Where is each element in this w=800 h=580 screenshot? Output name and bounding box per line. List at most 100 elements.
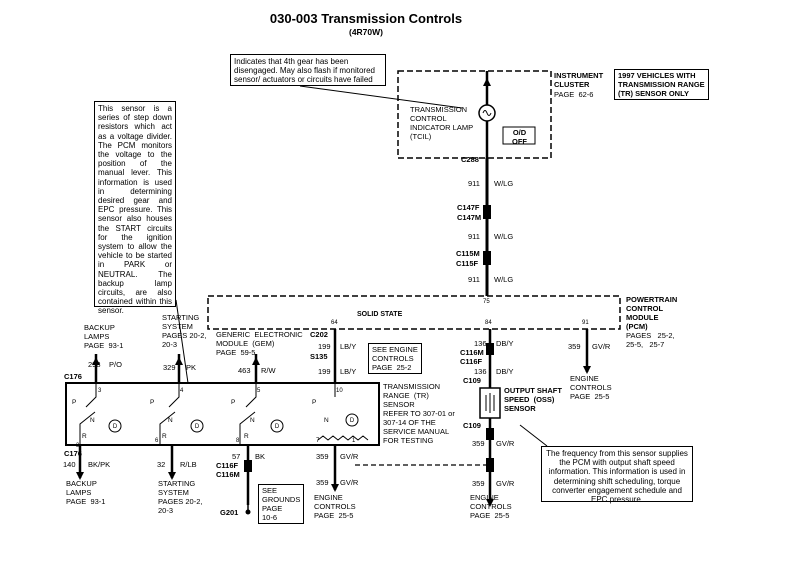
svg-text:P: P — [231, 399, 235, 406]
conn-c109-b: C109 — [463, 421, 481, 430]
conn-c147f: C147F — [457, 203, 480, 212]
conn-c109: C109 — [463, 376, 481, 385]
wire-359-d-color: GV/R — [496, 439, 515, 448]
wire-136-a: 136 — [474, 339, 487, 348]
svg-text:N: N — [90, 417, 95, 424]
tcil-label: TRANSMISSION CONTROL INDICATOR LAMP (TCI… — [410, 105, 474, 141]
label-engine-bot-a: ENGINE CONTROLS PAGE 25-5 — [314, 493, 356, 520]
wire-911-c: 911 — [468, 275, 480, 284]
wire-359-c-color: GV/R — [340, 478, 359, 487]
conn-c116f: C116F — [460, 357, 483, 366]
wire-329-color: PK — [186, 363, 196, 372]
pcm-solid-state: SOLID STATE — [357, 311, 403, 318]
conn-c116m-b: C116M — [216, 470, 240, 479]
svg-text:P: P — [72, 399, 76, 406]
wire-298: 298 — [88, 360, 101, 369]
wire-136-b-color: DB/Y — [496, 367, 514, 376]
svg-text:R: R — [244, 433, 249, 440]
conn-c176: C176 — [64, 372, 82, 381]
svg-text:R: R — [82, 433, 87, 440]
svg-text:D: D — [275, 424, 280, 430]
pin-4: 4 — [180, 388, 184, 394]
wire-57: 57 — [232, 452, 240, 461]
svg-text:R: R — [162, 433, 167, 440]
od-off-label: O/D OFF — [512, 128, 527, 146]
wire-199-a: 199 — [318, 342, 331, 351]
pin-5: 5 — [257, 388, 261, 394]
diagram-subtitle: (4R70W) — [349, 27, 383, 37]
wire-329: 329 — [163, 363, 176, 372]
svg-text:P: P — [150, 399, 154, 406]
pin-3b: 3 — [98, 388, 102, 394]
od-off-indicator — [502, 126, 536, 145]
svg-text:D: D — [195, 424, 200, 430]
svg-text:N: N — [250, 417, 255, 424]
wire-359-d: 359 — [472, 439, 485, 448]
wire-911-b-color: W/LG — [494, 232, 513, 241]
wire-32-color: R/LB — [180, 460, 197, 469]
instrument-cluster-name: INSTRUMENT CLUSTER — [554, 71, 604, 89]
pcm-box — [207, 295, 621, 330]
label-starting-top: STARTING SYSTEM PAGES 20-2, 20-3 — [162, 313, 207, 349]
ground-g201: G201 — [220, 508, 238, 517]
wire-199-b-color: LB/Y — [340, 367, 356, 376]
label-oss: OUTPUT SHAFT SPEED (OSS) SENSOR — [504, 386, 562, 413]
pin-3a: 3 — [76, 443, 80, 449]
conn-c176-b: C176 — [64, 449, 82, 458]
label-see-grounds: SEE GROUNDS PAGE 10-6 — [258, 484, 305, 524]
label-gem: GENERIC ELECTRONIC MODULE (GEM) PAGE 59-… — [216, 330, 303, 357]
wire-359-b: 359 — [316, 452, 329, 461]
wire-57-color: BK — [255, 452, 265, 461]
label-tr-sensor: TRANSMISSION RANGE (TR) SENSOR REFER TO … — [383, 382, 455, 445]
conn-c147m: C147M — [457, 213, 481, 222]
wire-199-b: 199 — [318, 367, 331, 376]
wire-136-b: 136 — [474, 367, 487, 376]
wire-359-c: 359 — [316, 478, 329, 487]
svg-text:D: D — [350, 418, 355, 424]
wire-359-a-color: GV/R — [592, 342, 611, 351]
conn-c288: C288 — [461, 155, 479, 164]
svg-text:N: N — [324, 417, 329, 424]
wire-359-e-color: GV/R — [496, 479, 515, 488]
wire-359-b-color: GV/R — [340, 452, 359, 461]
label-backup-top: BACKUP LAMPS PAGE 93-1 — [84, 323, 124, 350]
note-oss: The frequency from this sensor supplies … — [541, 446, 693, 504]
pin-8: 8 — [236, 438, 240, 444]
pin-1: 1 — [352, 438, 356, 444]
instrument-cluster-box — [397, 70, 552, 159]
label-engine-right: ENGINE CONTROLS PAGE 25-5 — [570, 374, 612, 401]
conn-c202: C202 — [310, 330, 328, 339]
wire-359-a: 359 — [568, 342, 581, 351]
pin-7: 7 — [316, 438, 320, 444]
pcm-name: POWERTRAIN CONTROL MODULE (PCM) — [626, 295, 678, 331]
conn-c116f-b: C116F — [216, 461, 239, 470]
note-indicator: Indicates that 4th gear has been disenga… — [230, 54, 386, 86]
wire-140-color: BK/PK — [88, 460, 110, 469]
label-see-engine-a: SEE ENGINE CONTROLS PAGE 25-2 — [368, 343, 422, 374]
label-starting-bot: STARTING SYSTEM PAGES 20-2, 20-3 — [158, 479, 203, 515]
wire-463: 463 — [238, 366, 251, 375]
vehicles-note: 1997 VEHICLES WITH TRANSMISSION RANGE (T… — [614, 69, 709, 100]
wire-911-b: 911 — [468, 232, 480, 241]
note-tr-sensor: This sensor is a series of step down res… — [94, 101, 176, 315]
svg-text:P: P — [312, 399, 316, 406]
svg-text:D: D — [113, 424, 118, 430]
wire-136-a-color: DB/Y — [496, 339, 514, 348]
conn-c115m: C115M — [456, 249, 480, 258]
tr-sensor-box — [65, 382, 380, 446]
svg-text:N: N — [168, 417, 173, 424]
wire-32: 32 — [157, 460, 165, 469]
conn-c115f: C115F — [456, 259, 479, 268]
pin-10: 10 — [336, 388, 343, 394]
pcm-pages: PAGES 25-2, 25-5, 25-7 — [626, 331, 675, 349]
wire-359-e: 359 — [472, 479, 485, 488]
pcm-pin-84: 84 — [485, 320, 492, 326]
label-backup-bot: BACKUP LAMPS PAGE 93-1 — [66, 479, 106, 506]
label-engine-bot-b: ENGINE CONTROLS PAGE 25-5 — [470, 493, 512, 520]
pcm-pin-75: 75 — [483, 299, 490, 305]
wire-298-color: P/O — [109, 360, 122, 369]
wire-911-a: 911 — [468, 179, 480, 188]
pcm-pin-64: 64 — [331, 320, 338, 326]
instrument-cluster-page: PAGE 62-6 — [554, 90, 594, 99]
